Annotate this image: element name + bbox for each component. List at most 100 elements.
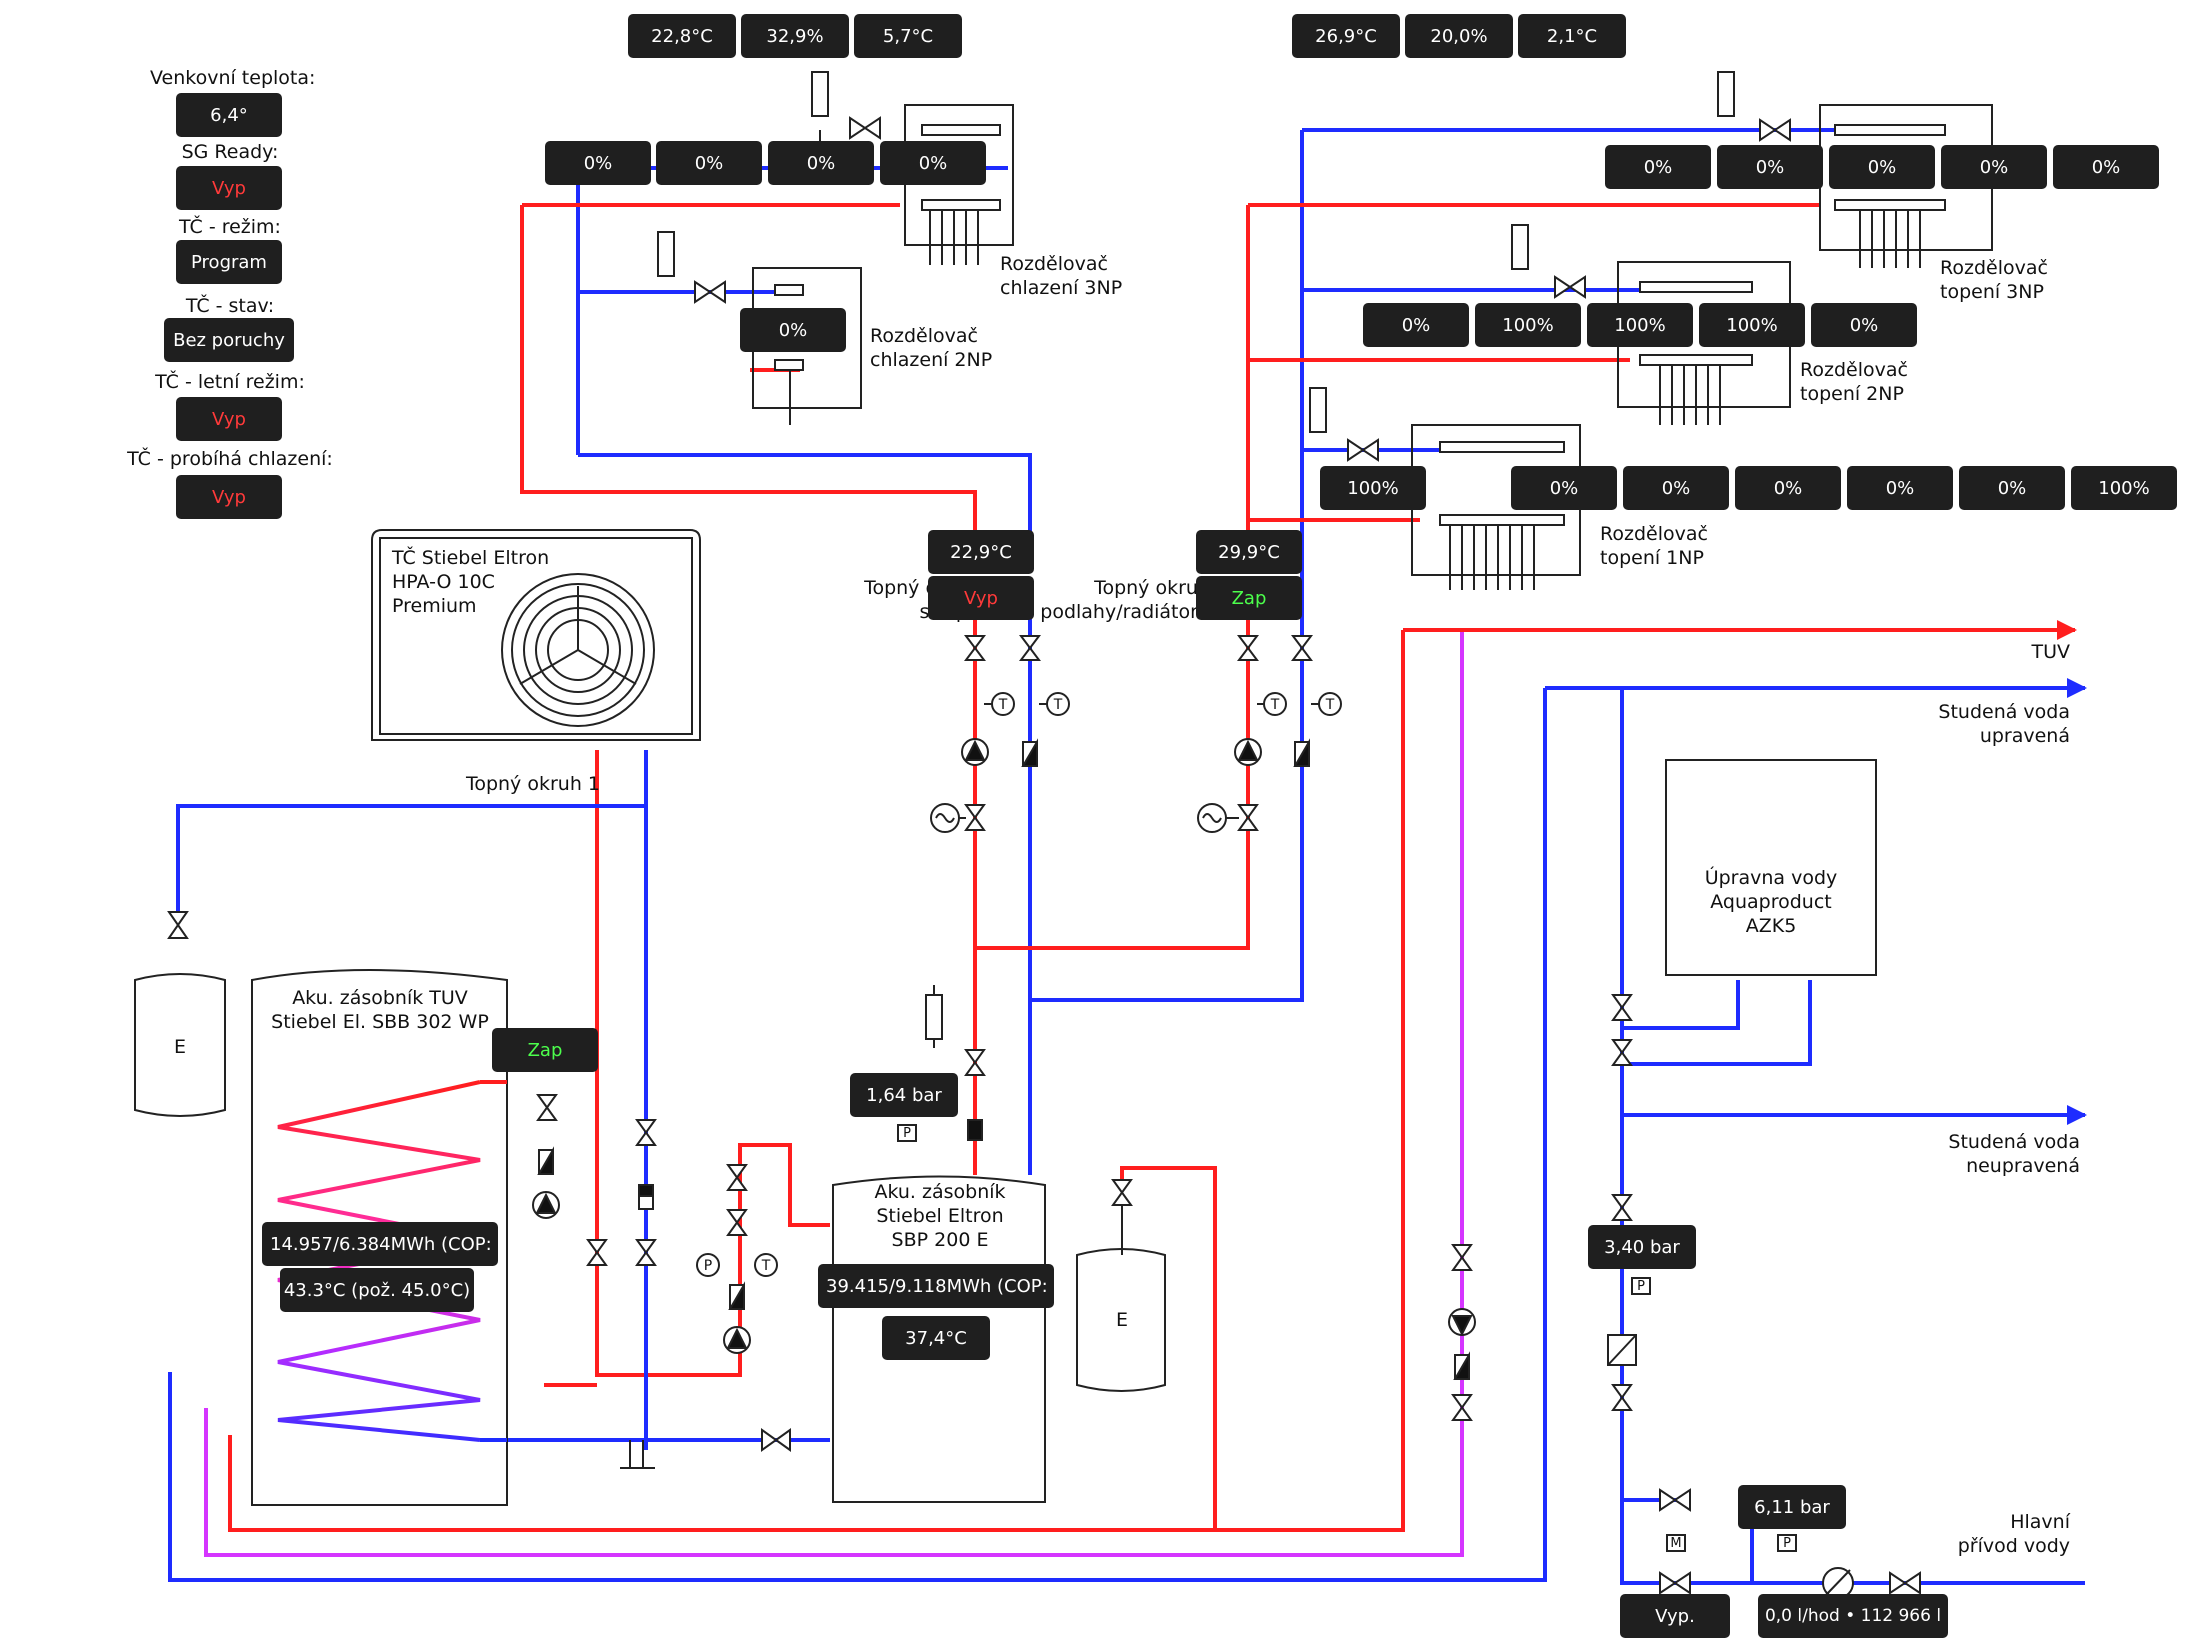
pumps [532,738,1854,1599]
cold-untreated-label: Studená voda neupravená [1900,1130,2080,1178]
hp-mode-value[interactable]: Program [176,240,282,284]
pressure-gauge-icon: P [903,1126,911,1141]
cooling-dewpoint-reading: 5,7°C [854,14,962,58]
sensors [620,692,1797,1552]
air-vents [657,71,1735,1048]
heating-2np-valve-3: 100% [1587,303,1693,347]
heating-2np-manifold-label: Rozdělovač topení 2NP [1800,358,1908,406]
buffer-tank-temp: 37,4°C [882,1316,990,1360]
heating-1np-label-line-1: Rozdělovač [1600,523,1708,545]
floor-circuit-status[interactable]: Zap [1196,576,1302,620]
sg-ready-value[interactable]: Vyp [176,166,282,210]
cooling-2np-manifold-label: Rozdělovač chlazení 2NP [870,324,992,372]
buffer-pressure: 1,64 bar [850,1073,958,1117]
hp-cooling-value: Vyp [176,475,282,519]
heating-3np-valve-4: 0% [1941,145,2047,189]
cooling-2np-valve: 0% [740,308,846,352]
heating-2np-valve-2: 100% [1475,303,1581,347]
heating-2np-valve-1: 0% [1363,303,1469,347]
cooling-3np-label-line-2: chlazení 3NP [1000,277,1123,299]
heating-3np-valve-1: 0% [1605,145,1711,189]
heat-pump-label-line-3: Premium [392,595,477,617]
thermometer-icon: T [1053,697,1063,713]
cooling-3np-manifold-label: Rozdělovač chlazení 3NP [1000,252,1122,300]
cooling-3np-label-line-1: Rozdělovač [1000,253,1108,275]
heating-3np-label-line-2: topení 3NP [1940,281,2044,303]
thermometer-icon: T [761,1258,771,1274]
heating-3np-manifold-label: Rozdělovač topení 3NP [1940,256,2048,304]
cooling-temp-reading: 22,8°C [628,14,736,58]
tuv-label: TUV [2031,641,2070,663]
cold-treated-label-line-2: upravená [1979,725,2070,747]
heating-1np-valve-1: 100% [1320,466,1426,510]
cooling-3np-valve-1: 0% [545,141,651,185]
pressure-gauge-icon: P [1637,1279,1645,1294]
buffer-tank-label-line-1: Aku. zásobník [874,1181,1006,1203]
motor-valve-icon: M [1670,1536,1682,1551]
flow-meter: 0,0 l/hod • 112 966 l [1758,1594,1948,1638]
heating-3np-label-line-1: Rozdělovač [1940,257,2048,279]
dhw-tank-status[interactable]: Zap [492,1028,598,1072]
cold-untreated-label-line-2: neupravená [1966,1155,2080,1177]
main-supply-label-line-2: přívod vody [1957,1535,2070,1557]
heating-1np-valve-5: 0% [1847,466,1953,510]
heating-3np-valve-2: 0% [1717,145,1823,189]
pressure-after-filter: 3,40 bar [1588,1225,1696,1269]
dhw-tank-label-line-1: Aku. zásobník TUV [292,987,468,1009]
floor-circuit-label: Topný okruh podlahy/radiátorů [1040,576,1210,624]
heating-1np-valve-2: 0% [1511,466,1617,510]
heat-pump-unit [371,529,701,741]
hp-state-value: Bez poruchy [164,318,294,362]
buffer-tank-label-line-3: SBP 200 E [891,1229,989,1251]
hp-mode-label: TČ - režim: [179,216,281,238]
heating-humidity-reading: 20,0% [1405,14,1513,58]
floor-circuit-label-line-1: Topný okruh [1094,577,1210,599]
floor-circuit-label-line-2: podlahy/radiátorů [1040,601,1210,623]
heating-2np-valve-5: 0% [1811,303,1917,347]
buffer-tank-label-line-2: Stiebel Eltron [876,1205,1004,1227]
thermometer-icon: T [1270,697,1280,713]
heat-pump-circuit [176,750,830,1450]
heating-1np-valve-4: 0% [1735,466,1841,510]
buffer-tank-label: Aku. zásobník Stiebel Eltron SBP 200 E [840,1180,1040,1252]
thermometer-icon: T [1325,697,1335,713]
softener-label: Úpravna vody Aquaproduct AZK5 [1666,866,1876,938]
outdoor-temp-label: Venkovní teplota: [150,67,316,89]
cooling-2np-label-line-2: chlazení 2NP [870,349,993,371]
dhw-tank-temp: 43.3°C (pož. 45.0°C) [280,1268,474,1312]
water-softener-box [1665,759,1877,976]
cooling-3np-valve-2: 0% [656,141,762,185]
heat-pump-label-line-1: TČ Stiebel Eltron [392,547,550,569]
pressure-gauge-icon: P [1783,1536,1791,1551]
softener-label-line-1: Úpravna vody [1704,867,1838,889]
circuit-1-label: Topný okruh 1 [465,773,600,795]
main-valve-status[interactable]: Vyp. [1620,1594,1730,1638]
cooling-humidity-reading: 32,9% [741,14,849,58]
heating-dewpoint-reading: 2,1°C [1518,14,1626,58]
cooling-3np-valve-3: 0% [768,141,874,185]
pressure-gauge-icon: P [703,1258,713,1274]
softener-label-line-2: Aquaproduct [1710,891,1832,913]
cooling-2np-label-line-1: Rozdělovač [870,325,978,347]
heating-1np-valve-3: 0% [1623,466,1729,510]
dhw-tank-label: Aku. zásobník TUV Stiebel El. SBB 302 WP [255,986,505,1034]
valves [167,116,1921,1595]
cold-untreated-label-line-1: Studená voda [1948,1131,2080,1153]
dhw-tank-label-line-2: Stiebel El. SBB 302 WP [271,1011,489,1033]
hp-summer-label: TČ - letní režim: [155,371,305,393]
expansion-tanks [134,973,1166,1392]
heating-2np-label-line-2: topení 2NP [1800,383,1904,405]
expansion-tank-2-label: E [1115,1309,1128,1331]
floor-circuit-temp: 29,9°C [1196,530,1302,574]
cold-treated-label: Studená voda upravená [1900,700,2070,748]
heating-temp-reading: 26,9°C [1292,14,1400,58]
heating-3np-valve-3: 0% [1829,145,1935,189]
cooling-3np-valve-4: 0% [880,141,986,185]
manifolds [752,104,1993,590]
heating-2np-valve-4: 100% [1699,303,1805,347]
hp-summer-value[interactable]: Vyp [176,397,282,441]
buffer-tank-energy: 39.415/9.118MWh (COP: 4.32) [818,1264,1054,1308]
heat-pump-label-line-2: HPA-O 10C [392,571,495,593]
ceiling-circuit-status[interactable]: Vyp [928,576,1034,620]
